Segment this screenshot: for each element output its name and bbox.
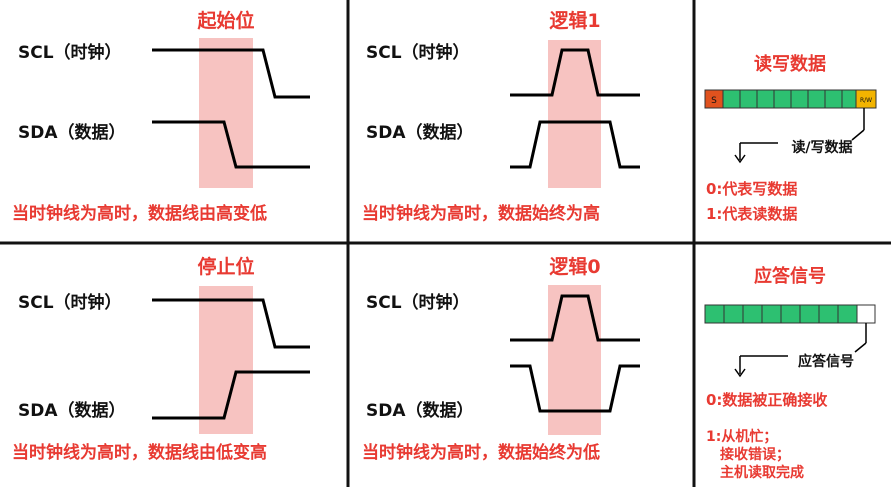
- scl-waveform: [152, 298, 310, 349]
- panel-title: 应答信号: [754, 265, 826, 287]
- panel-stop-condition: 停止位 SCL（时钟） SDA（数据） 当时钟线为高时，数据线由低变高: [12, 255, 310, 463]
- data-bit-cell: [739, 89, 758, 109]
- data-bit-cell: [773, 89, 792, 109]
- panel-logic-1: 逻辑1 SCL（时钟） SDA（数据） 当时钟线为高时，数据始终为高: [362, 9, 640, 224]
- data-bit-cell: [837, 304, 858, 324]
- rw-bit-cell: [855, 89, 877, 109]
- data-bit-cell: [742, 304, 763, 324]
- arrow-down-icon: [734, 368, 746, 378]
- data-bit-cell: [780, 304, 801, 324]
- data-bit-cell: [799, 304, 820, 324]
- scl-label: SCL（时钟）: [18, 292, 122, 313]
- meaning-line: 接收错误；: [720, 446, 790, 463]
- panel-caption: 当时钟线为高时，数据始终为高: [362, 203, 600, 224]
- meaning-line: 0:数据被正确接收: [706, 391, 827, 409]
- bit-frame: S R/W: [704, 89, 877, 109]
- panel-title: 逻辑1: [549, 9, 600, 32]
- scl-label: SCL（时钟）: [366, 292, 470, 313]
- panel-title: 读写数据: [754, 53, 826, 75]
- pointer-label: 读/写数据: [791, 139, 852, 156]
- pointer-label: 应答信号: [798, 353, 854, 370]
- sda-label: SDA（数据）: [18, 122, 126, 143]
- rw-bit-label: R/W: [860, 97, 872, 104]
- panel-title: 停止位: [197, 255, 254, 278]
- panel-logic-0: 逻辑0 SCL（时钟） SDA（数据） 当时钟线为高时，数据始终为低: [362, 255, 640, 463]
- sda-label: SDA（数据）: [366, 400, 474, 421]
- data-bit-cell: [790, 89, 809, 109]
- sda-waveform: [152, 370, 310, 420]
- sda-waveform: [510, 364, 640, 413]
- pointer-line: [851, 129, 865, 141]
- pointer-line: [854, 342, 867, 353]
- scl-waveform: [510, 294, 640, 342]
- data-bit-cell: [704, 304, 725, 324]
- data-bit-cell: [824, 89, 843, 109]
- panel-title: 逻辑0: [549, 255, 600, 278]
- scl-waveform: [510, 48, 640, 97]
- meaning-line: 1:从机忙；: [706, 428, 777, 445]
- sda-label: SDA（数据）: [366, 122, 474, 143]
- bit-frame: [704, 304, 876, 324]
- panel-caption: 当时钟线为高时，数据线由低变高: [12, 442, 267, 463]
- scl-waveform: [152, 48, 310, 99]
- sda-label: SDA（数据）: [18, 400, 126, 421]
- meaning-line: 1:代表读数据: [706, 205, 797, 223]
- sda-waveform: [510, 120, 640, 169]
- arrow-down-icon: [734, 154, 746, 164]
- meaning-line: 0:代表写数据: [706, 180, 797, 198]
- panel-caption: 当时钟线为高时，数据线由高变低: [12, 203, 267, 224]
- data-bit-cell: [761, 304, 782, 324]
- data-bit-cell: [818, 304, 839, 324]
- panel-start-condition: 起始位 SCL（时钟） SDA（数据） 当时钟线为高时，数据线由高变低: [12, 9, 310, 224]
- panel-read-write: 读写数据 S R/W 读/写数据 0:代表写数据 1:代表读数据: [704, 53, 877, 223]
- sda-waveform: [152, 120, 310, 169]
- data-bit-cell: [841, 89, 857, 109]
- start-bit-label: S: [711, 96, 717, 106]
- high-clock-highlight: [199, 38, 253, 188]
- panel-title: 起始位: [196, 9, 254, 32]
- panel-ack: 应答信号 应答信号 0:数据被正确接收 1:从机忙； 接收错误； 主机读取完成: [704, 265, 876, 481]
- high-clock-highlight: [548, 40, 601, 188]
- data-bit-cell: [723, 304, 744, 324]
- ack-bit-cell: [856, 304, 876, 324]
- scl-label: SCL（时钟）: [366, 42, 470, 63]
- panel-caption: 当时钟线为高时，数据始终为低: [362, 442, 600, 463]
- data-bit-cell: [756, 89, 775, 109]
- data-bit-cell: [807, 89, 826, 109]
- data-bit-cell: [722, 89, 741, 109]
- meaning-line: 主机读取完成: [720, 464, 804, 481]
- scl-label: SCL（时钟）: [18, 42, 122, 63]
